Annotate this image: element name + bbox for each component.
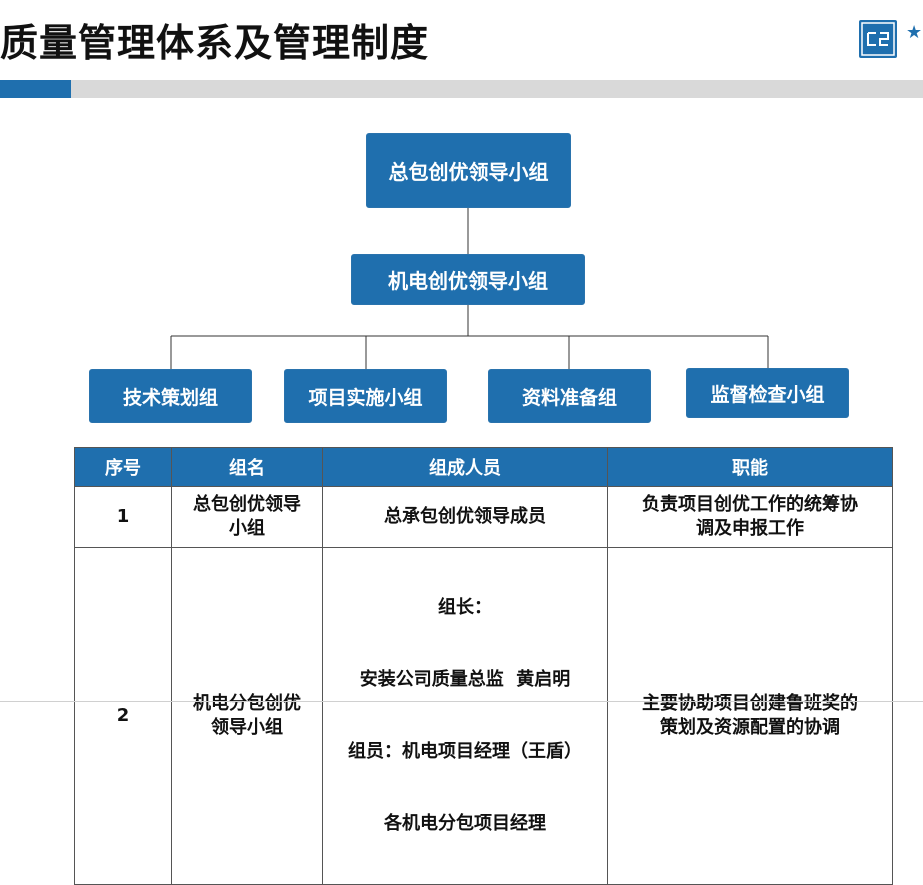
members-cell: 组长： 安装公司质量总监 黄启明 组员：机电项目经理（王盾） 各机电分包项目经理 (322, 547, 608, 885)
row-number: 1 (74, 486, 172, 548)
header-accent-bar (0, 80, 71, 98)
org-node-group: 项目实施小组 (284, 369, 447, 423)
table-row: 1 总包创优领导 小组 总承包创优领导成员 负责项目创优工作的统筹协 调及申报工… (74, 486, 893, 548)
org-node-middle: 机电创优领导小组 (351, 254, 585, 305)
footer-divider (0, 701, 923, 702)
table-header-cell: 职能 (607, 447, 893, 487)
members-line: 安装公司质量总监 黄启明 (359, 669, 571, 690)
members-line: 总承包创优领导成员 (384, 506, 546, 527)
org-node-group: 技术策划组 (89, 369, 252, 423)
duty-cell: 主要协助项目创建鲁班奖的 策划及资源配置的协调 (607, 547, 893, 885)
duty-line: 主要协助项目创建鲁班奖的 (642, 693, 858, 714)
org-node-group: 监督检查小组 (686, 368, 849, 418)
table-header-cell: 序号 (74, 447, 172, 487)
table-header-cell: 组名 (171, 447, 323, 487)
members-line: 组员：机电项目经理（王盾） (348, 741, 582, 762)
group-name-line: 小组 (229, 518, 265, 539)
duty-cell: 负责项目创优工作的统筹协 调及申报工作 (607, 486, 893, 548)
org-node-top: 总包创优领导小组 (366, 133, 571, 208)
table-row: 2 机电分包创优 领导小组 组长： 安装公司质量总监 黄启明 组员：机电项目经理… (74, 547, 893, 885)
org-node-group: 资料准备组 (488, 369, 651, 423)
row-number: 2 (74, 547, 172, 885)
table-header-row: 序号 组名 组成人员 职能 (74, 447, 893, 487)
group-name-cell: 总包创优领导 小组 (171, 486, 323, 548)
duty-line: 负责项目创优工作的统筹协 (642, 494, 858, 515)
org-chart-connectors (170, 208, 769, 369)
cscec-logo-icon (859, 20, 897, 58)
group-name-line: 领导小组 (211, 717, 283, 738)
group-name-line: 总包创优领导 (193, 494, 301, 515)
table-header-cell: 组成人员 (322, 447, 608, 487)
star-icon: ★ (906, 22, 923, 43)
group-name-cell: 机电分包创优 领导小组 (171, 547, 323, 885)
page-title: 质量管理体系及管理制度 (0, 21, 430, 65)
duty-line: 调及申报工作 (696, 518, 804, 539)
group-name-line: 机电分包创优 (193, 693, 301, 714)
duty-line: 策划及资源配置的协调 (660, 717, 840, 738)
members-cell: 总承包创优领导成员 (322, 486, 608, 548)
header-divider-bar (71, 80, 923, 98)
group-table: 序号 组名 组成人员 职能 1 总包创优领导 小组 总承包创优领导成员 负责项目… (74, 447, 893, 885)
members-line: 组长： (438, 597, 492, 618)
members-line: 各机电分包项目经理 (384, 813, 546, 834)
